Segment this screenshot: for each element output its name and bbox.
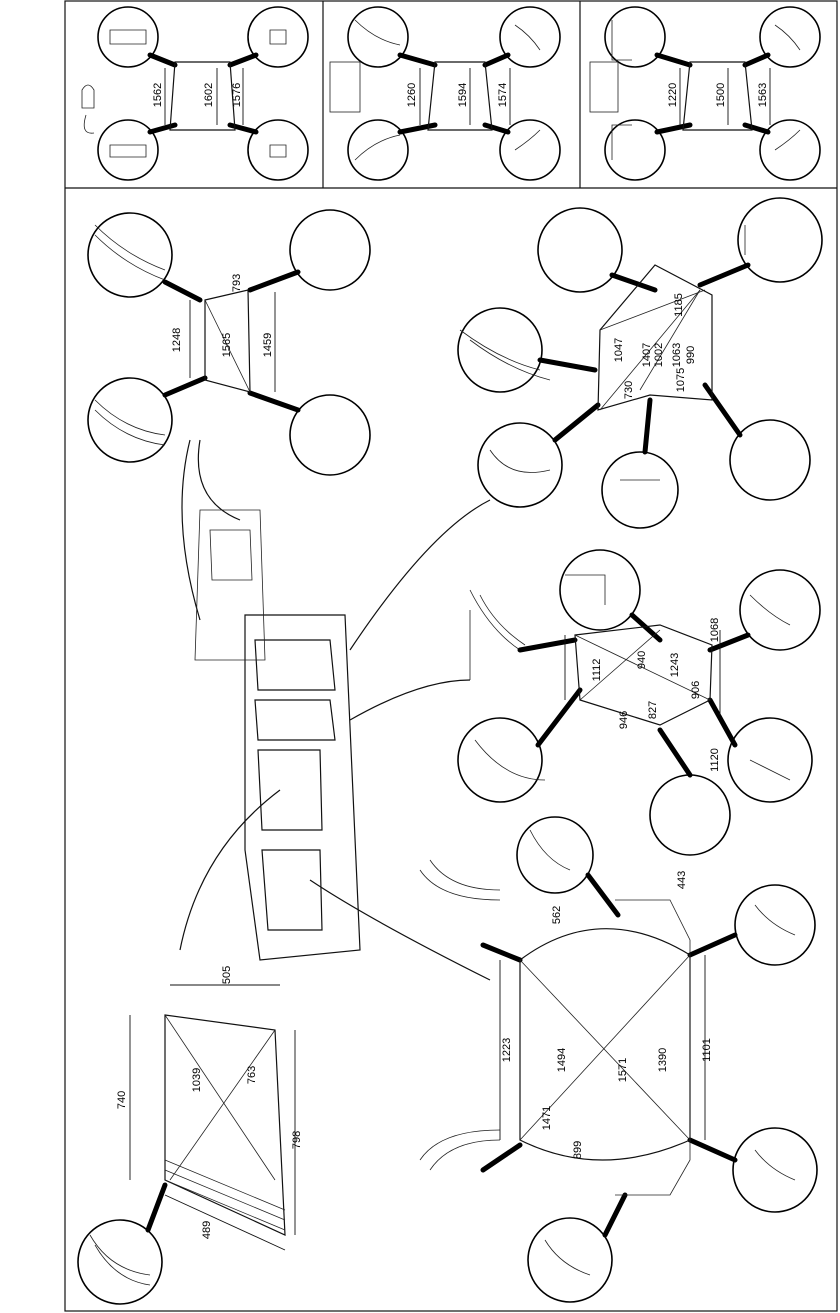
dim-label: 1574 (497, 83, 509, 107)
dim-label: 1112 (591, 659, 603, 682)
detail-circle (347, 119, 409, 181)
panel-1: 1562 1602 1576 (81, 6, 309, 181)
hand-icon (81, 84, 95, 134)
detail-circle (759, 119, 821, 181)
detail-circle (477, 422, 563, 508)
dim-label: 1459 (262, 333, 274, 357)
pillar-detail (419, 859, 501, 1171)
door-glass-group: 505 740 1039 763 798 489 (77, 966, 303, 1305)
glass-outline (427, 61, 493, 131)
detail-circle (247, 119, 309, 181)
detail-circle (604, 119, 666, 181)
dim-label: 562 (551, 906, 563, 924)
detail-circle (537, 207, 623, 293)
detail-circle (727, 717, 813, 803)
dim-label: 1563 (757, 83, 769, 107)
glass-outline (169, 61, 236, 131)
panel-2: 1260 1594 1574 (329, 6, 561, 181)
arrow-to-vehicle (181, 439, 241, 621)
dim-label: 443 (676, 871, 688, 889)
dim-label: 1571 (617, 1058, 629, 1082)
dim-label: 1223 (501, 1038, 513, 1062)
detail-circle (729, 419, 811, 501)
vehicle-body (179, 499, 491, 981)
dim-label: 1471 (541, 1106, 553, 1130)
dim-label: 793 (231, 274, 243, 292)
dim-label: 946 (618, 711, 630, 729)
dim-label: 990 (685, 346, 697, 364)
dim-label: 1243 (669, 653, 681, 677)
rear-quarter-group: 1047 1185 1407 1002 1063 730 1075 990 (457, 197, 823, 529)
dim-label: 1248 (171, 328, 183, 352)
dim-label: 1068 (709, 618, 721, 642)
dim-label: 1407 (641, 343, 653, 367)
dim-label: 1260 (406, 83, 418, 107)
detail-circle (457, 307, 543, 393)
dim-label: 1101 (701, 1038, 713, 1062)
callout-arrows (179, 499, 491, 981)
detail-circle (601, 451, 679, 529)
dim-label: 1002 (653, 343, 665, 367)
dim-label: 1039 (191, 1068, 203, 1092)
detail-circle (604, 6, 666, 68)
dim-label: 740 (116, 1091, 128, 1109)
dim-label: 730 (623, 381, 635, 399)
detail-circle (732, 1127, 818, 1213)
detail-circle (289, 209, 371, 291)
tailgate-group: 562 443 1223 1494 1571 1390 1101 1471 89… (419, 816, 818, 1303)
dim-label: 940 (636, 651, 648, 669)
detail-circle (247, 6, 309, 68)
detail-circle (97, 119, 159, 181)
detail-circle (97, 6, 159, 68)
dim-label: 1185 (673, 293, 685, 317)
door-glass-outline (164, 1014, 286, 1236)
dim-label: 505 (221, 966, 233, 984)
dim-label: 906 (690, 681, 702, 699)
dim-label: 1562 (152, 83, 164, 107)
dim-label: 1594 (457, 83, 469, 107)
quarter-glass-outline (597, 264, 713, 411)
detail-circle (559, 549, 641, 631)
dim-label: 763 (246, 1066, 258, 1084)
detail-circle (289, 394, 371, 476)
vehicle-thumbnail (589, 61, 619, 113)
detail-circle (516, 816, 594, 894)
detail-circle (527, 1217, 613, 1303)
glass-outline (682, 61, 753, 131)
detail-circle (457, 717, 543, 803)
vehicle-thumbnail (329, 61, 361, 113)
dim-label: 1120 (709, 748, 721, 772)
detail-circle (649, 774, 731, 856)
pillar-detail (469, 589, 526, 680)
detail-circle (87, 377, 173, 463)
dim-label: 1220 (667, 83, 679, 107)
dim-label: 1390 (657, 1048, 669, 1072)
dim-label: 798 (291, 1131, 303, 1149)
dim-label: 1494 (556, 1048, 568, 1072)
vehicle-rear-view (194, 509, 266, 661)
detail-circle (87, 212, 173, 298)
dim-label: 1565 (221, 333, 233, 357)
dim-label: 899 (572, 1141, 584, 1159)
side-window-group: 1112 940 1243 1068 946 827 906 1120 (457, 549, 821, 856)
dim-label: 1047 (613, 338, 625, 362)
detail-circle (499, 119, 561, 181)
dim-label: 1576 (231, 83, 243, 107)
dim-label: 1075 (675, 368, 687, 392)
dim-label: 489 (201, 1221, 213, 1239)
panel-3: 1220 1500 1563 (589, 6, 821, 181)
detail-circle (739, 569, 821, 651)
dim-label: 1063 (671, 343, 683, 367)
detail-circle (77, 1219, 163, 1305)
windshield-group: 1248 793 1565 1459 (87, 209, 371, 621)
detail-circle (734, 884, 816, 966)
dim-label: 827 (647, 701, 659, 719)
dim-label: 1500 (715, 83, 727, 107)
detail-circle (737, 197, 823, 283)
outer-frame (64, 0, 838, 1312)
dim-label: 1602 (203, 83, 215, 107)
